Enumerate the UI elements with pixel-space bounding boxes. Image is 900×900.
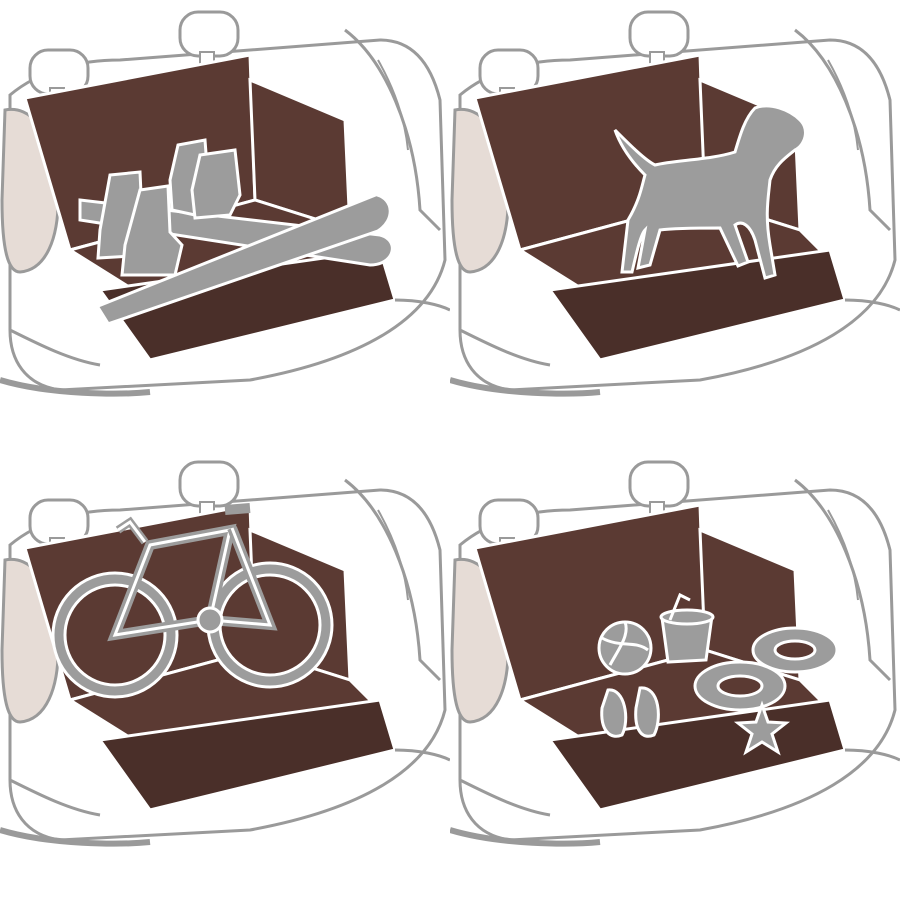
bicycle-icon <box>51 503 334 699</box>
beach-ball-icon <box>597 620 653 676</box>
panel-dog <box>450 0 900 450</box>
dog-icon <box>613 104 807 280</box>
boot-icon <box>190 148 242 220</box>
bucket-icon <box>659 592 715 664</box>
panel-beach-items <box>450 450 900 900</box>
starfish-icon <box>733 700 791 756</box>
panel-skis-and-boots <box>0 0 450 450</box>
swim-ring-icon <box>693 660 787 712</box>
boot-icon <box>120 184 184 277</box>
panel-bicycle <box>0 450 450 900</box>
swim-ring-icon <box>751 626 839 674</box>
flip-flops-icon <box>600 686 660 738</box>
